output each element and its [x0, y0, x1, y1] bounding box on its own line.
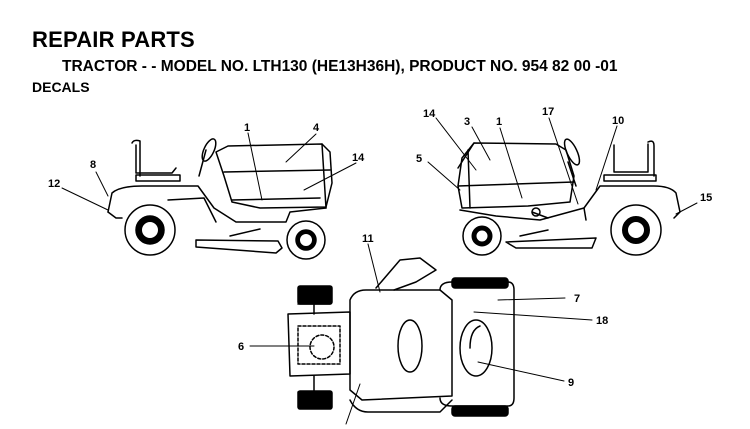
- callout-right-14: 14: [423, 108, 436, 120]
- callout-left-14: 14: [352, 152, 365, 164]
- callout-right-10: 10: [612, 115, 624, 127]
- callout-left-8: 8: [90, 159, 96, 171]
- callout-right-17: 17: [542, 106, 554, 118]
- callout-top-9: 9: [568, 377, 574, 389]
- callout-left-1: 1: [244, 122, 250, 134]
- leader-lines: [61, 117, 698, 425]
- callout-top-7: 7: [574, 293, 580, 305]
- callout-right-15: 15: [700, 192, 712, 204]
- callout-top-11: 11: [362, 233, 374, 245]
- callout-right-5: 5: [416, 153, 422, 165]
- callout-right-3: 3: [464, 116, 470, 128]
- callout-top-6: 6: [238, 341, 244, 353]
- page-title: REPAIR PARTS: [32, 27, 195, 52]
- model-subtitle: TRACTOR - - MODEL NO. LTH130 (HE13H36H),…: [62, 58, 618, 75]
- callout-numbers: 1 4 8 12 14 14 3 1 17 10 5 15 11 7 18 6 …: [48, 106, 712, 389]
- callout-right-1: 1: [496, 116, 502, 128]
- callout-left-12: 12: [48, 178, 60, 190]
- callout-left-4: 4: [313, 122, 320, 134]
- tractor-top-view: [287, 257, 515, 417]
- callout-top-18: 18: [596, 315, 608, 327]
- tractor-right-side-view: [457, 138, 681, 256]
- section-heading: DECALS: [32, 79, 90, 95]
